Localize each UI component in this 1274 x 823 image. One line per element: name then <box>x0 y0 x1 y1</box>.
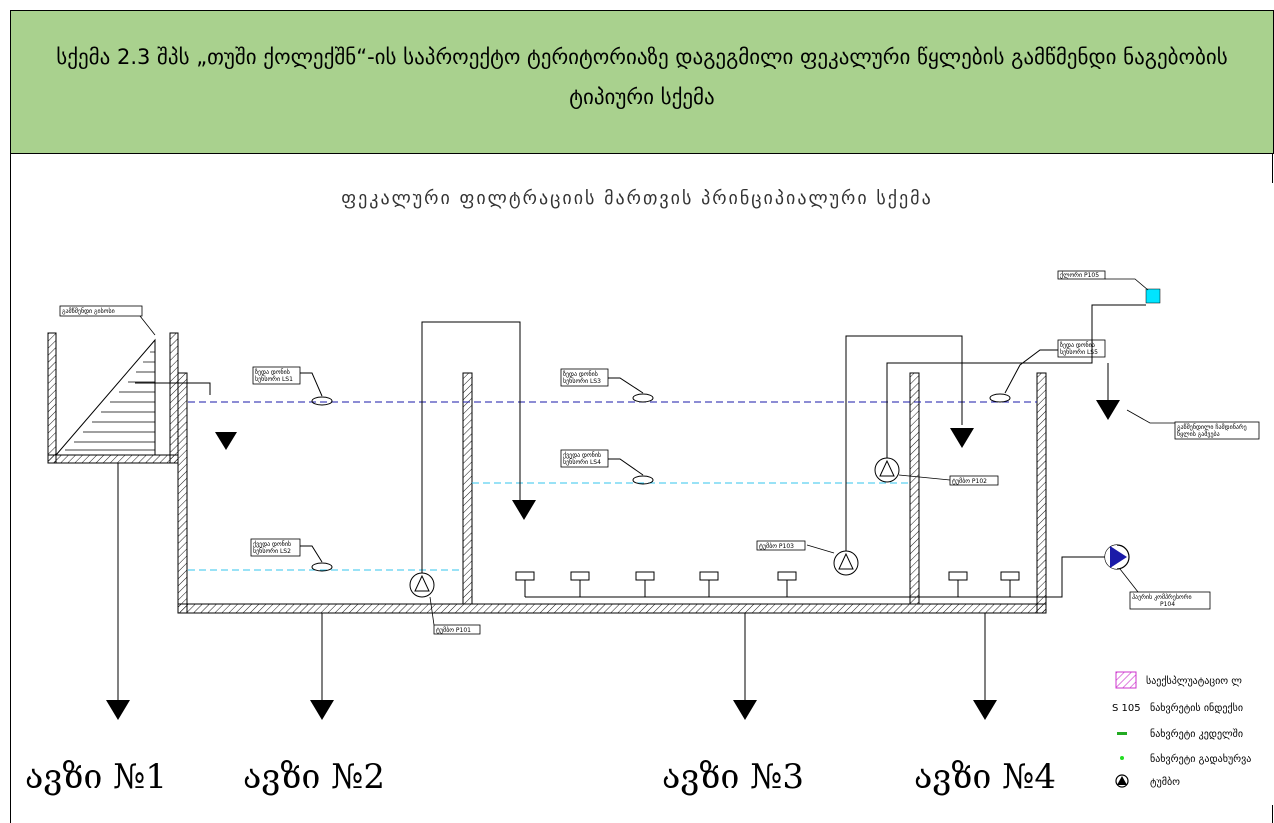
svg-text:წყლის გაშვება: წყლის გაშვება <box>1177 431 1220 438</box>
main-basin-walls <box>177 372 1047 614</box>
page-title: სქემა 2.3 შპს „თუში ქოლექშნ“-ის საპროექტ… <box>56 45 1228 109</box>
pump-p101: ტუმბო P101 <box>409 321 536 635</box>
inflow-arrow-icon <box>215 432 237 450</box>
screen-label: გამწმენდი გისოსი <box>59 305 156 336</box>
screen-chamber <box>47 332 237 720</box>
svg-text:ქვედა დონის: ქვედა დონის <box>563 452 601 459</box>
svg-text:სენსორი LS1: სენსორი LS1 <box>255 376 293 383</box>
svg-text:ნახვრეტი გადახურვა: ნახვრეტი გადახურვა <box>1150 753 1251 765</box>
svg-text:ქვედა დონის: ქვედა დონის <box>253 541 291 548</box>
pump-p102: ტუმბო P102 <box>874 304 1146 486</box>
s105-code: S 105 <box>1112 703 1141 714</box>
sensor-label-ls2: ქვედა დონის სენსორი LS2 <box>250 538 301 557</box>
svg-text:სენსორი LS4: სენსორი LS4 <box>563 459 601 466</box>
svg-text:P104: P104 <box>1160 601 1175 608</box>
pump-p103: ტუმბო P103 <box>756 335 974 576</box>
svg-text:ზედა დონის: ზედა დონის <box>255 369 290 376</box>
svg-text:ზედა დონის: ზედა დონის <box>563 371 598 378</box>
frame-border-right-bottom <box>1272 805 1273 823</box>
sensor-label-ls5: ზედა დონის სენსორი LS5 <box>1057 339 1106 358</box>
compressor-p104: ჰაერის კომპრესორი P104 <box>525 544 1211 610</box>
air-diffusers <box>515 571 1020 597</box>
outlet-label: გაწმენდილი ჩამდინარე წყლის გაშვება <box>1126 409 1260 440</box>
sensor-label-ls1: ზედა დონის სენსორი LS1 <box>252 366 301 385</box>
sensor-label-ls4: ქვედა დონის სენსორი LS4 <box>560 449 609 468</box>
svg-text:სენსორი LS2: სენსორი LS2 <box>253 548 291 555</box>
frame-border-right-top <box>1272 153 1273 183</box>
svg-text:საექსპლუატაციო ლ: საექსპლუატაციო ლ <box>1146 675 1242 687</box>
svg-text:გამწმენდი გისოსი: გამწმენდი გისოსი <box>62 308 115 315</box>
drain-arrows <box>310 613 997 720</box>
svg-text:სენსორი LS5: სენსორი LS5 <box>1060 349 1098 356</box>
level-sensors <box>300 349 1058 572</box>
svg-text:გაწმენდილი ჩამდინარე: გაწმენდილი ჩამდინარე <box>1177 424 1247 431</box>
drain-arrow-icon <box>106 700 130 720</box>
svg-text:ტუმბო P102: ტუმბო P102 <box>952 478 987 485</box>
svg-text:ნახვრეტი კედელში: ნახვრეტი კედელში <box>1150 728 1243 740</box>
svg-text:ტუმბო P101: ტუმბო P101 <box>436 627 471 634</box>
svg-text:სენსორი LS3: სენსორი LS3 <box>563 378 601 385</box>
svg-text:ქლორი P105: ქლორი P105 <box>1060 272 1099 279</box>
legend: საექსპლუატაციო ლ S 105 ნახვრეტის ინდექსი… <box>1112 671 1251 788</box>
pool-label-2: ავზი №2 <box>243 757 385 797</box>
sensor-label-ls3: ზედა დონის სენსორი LS3 <box>560 368 609 387</box>
pool-label-4: ავზი №4 <box>914 757 1056 797</box>
dosing-unit-p105: ქლორი P105 <box>1057 270 1161 304</box>
green-dot-icon <box>1120 756 1124 760</box>
svg-text:ჰაერის კომპრესორი: ჰაერის კომპრესორი <box>1132 594 1192 601</box>
hatched-area-icon <box>1115 671 1137 689</box>
svg-text:ნახვრეტის ინდექსი: ნახვრეტის ინდექსი <box>1150 702 1243 714</box>
green-dash-icon <box>1117 732 1127 735</box>
svg-text:ტუმბო P103: ტუმბო P103 <box>759 543 794 550</box>
frame-border-left <box>10 153 11 823</box>
pump-symbol-icon <box>1115 774 1129 788</box>
pool-label-3: ავზი №3 <box>662 757 804 797</box>
header-banner: სქემა 2.3 შპს „თუში ქოლექშნ“-ის საპროექტ… <box>10 10 1274 154</box>
pool-label-1: ავზი №1 <box>25 757 167 797</box>
svg-text:ზედა დონის: ზედა დონის <box>1060 342 1095 349</box>
scheme-title: ფეკალური ფილტრაციის მართვის პრინციპიალურ… <box>341 188 933 209</box>
svg-text:ტუმბო: ტუმბო <box>1150 776 1180 788</box>
